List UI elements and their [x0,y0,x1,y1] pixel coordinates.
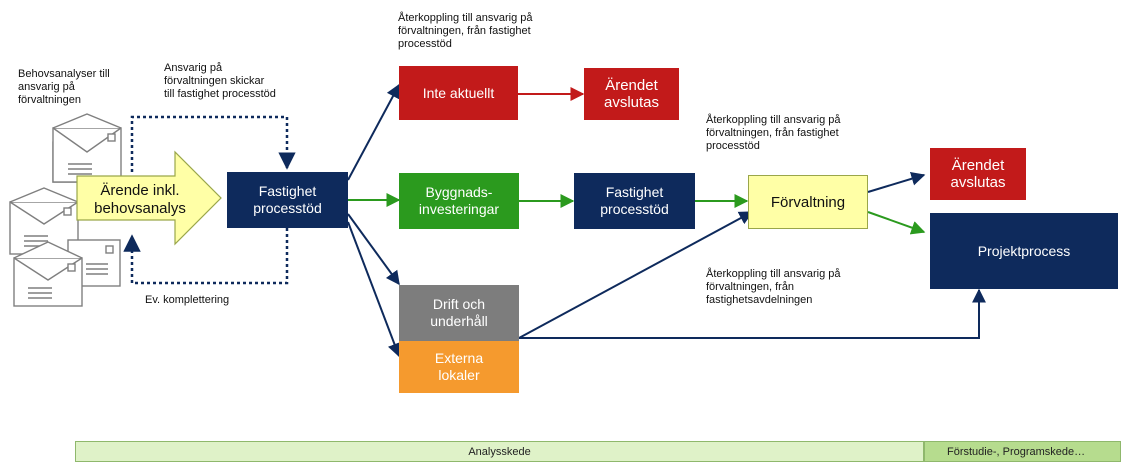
box-forvaltning: Förvaltning [748,175,868,229]
box-inte-aktuellt: Inte aktuellt [399,66,518,120]
box-externa-lokaler: Externa lokaler [399,341,519,393]
arrow-to-inte-aktuellt [347,83,400,181]
phase-analysskede-label: Analysskede [468,445,531,458]
note-ansvarig-skickar: Ansvarig på förvaltningen skickar till f… [164,62,276,100]
arrow-drift-to-forvaltning [518,211,754,339]
arrow-drift-to-projektprocess [519,288,986,339]
note-aterkoppling-bottom: Återkoppling till ansvarig på förvaltnin… [706,268,841,306]
note-komplettering: Ev. komplettering [145,294,230,306]
arrow-to-externa [347,221,402,358]
envelope-stack-icon [9,113,122,307]
note-aterkoppling-top: Återkoppling till ansvarig på förvaltnin… [398,12,533,50]
box-drift-och-underhall: Drift och underhåll [399,285,519,341]
arrow-to-projektprocess [867,211,926,235]
phase-forstudie: Förstudie-, Programskede… [924,441,1121,462]
dotted-arrow-to-fastighet [130,115,296,172]
note-aterkoppling-mid: Återkoppling till ansvarig på förvaltnin… [706,114,841,152]
arrow-to-avslutas-2 [867,171,926,193]
box-fastighet-processtod-2: Fastighet processtöd [574,173,695,229]
arrow-to-drift [347,213,400,286]
note-behovsanalyser: Behovsanalyser till ansvarig på förvaltn… [18,68,110,106]
box-arendet-avslutas-2: Ärendet avslutas [930,148,1026,200]
arende-label: Ärende inkl. behovsanalys [94,182,186,217]
box-arendet-avslutas-1: Ärendet avslutas [584,68,679,120]
box-byggnadsinvesteringar: Byggnads- investeringar [399,173,519,229]
arende-arrow-shape [76,150,222,246]
box-projektprocess: Projektprocess [930,213,1118,289]
dotted-arrow-komplettering [123,228,289,285]
box-fastighet-processtod-1: Fastighet processtöd [227,172,348,228]
phase-analysskede: Analysskede [75,441,924,462]
phase-forstudie-label: Förstudie-, Programskede… [947,445,1086,458]
